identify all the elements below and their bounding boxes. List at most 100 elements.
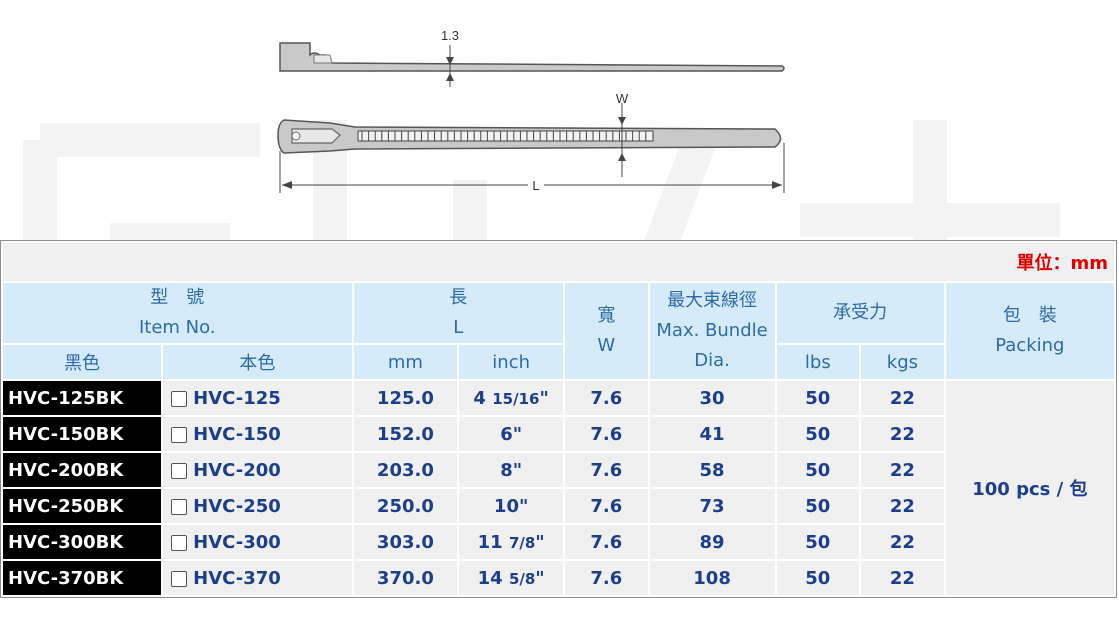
header-model: 型 號 Item No. [3,283,352,343]
select-checkbox[interactable] [171,462,188,479]
select-checkbox[interactable] [171,498,188,515]
bundle-dia: 73 [649,489,775,523]
cable-tie-drawing: 1.3 W L [270,25,800,200]
length-label: L [532,178,539,193]
inch-whole: 10" [493,495,529,517]
inch-whole: 8" [500,459,523,481]
item-natural-label: HVC-150 [193,423,281,445]
spec-table: 單位：mm 型 號 Item No. 長 L 寬 W 最大束線徑 Max. Bu… [0,240,1117,598]
header-mm: mm [353,345,458,379]
item-black: HVC-200BK [3,453,162,487]
select-checkbox[interactable] [171,426,188,443]
inch-whole: 11 [477,531,503,553]
header-bundle: 最大束線徑 Max. Bundle Dia. [649,283,775,379]
tensile-lbs: 50 [776,561,860,595]
tensile-lbs: 50 [776,417,860,451]
item-black: HVC-370BK [3,561,162,595]
bundle-dia: 89 [649,525,775,559]
length-inch: 8" [459,453,564,487]
tensile-lbs: 50 [776,525,860,559]
inch-mark: " [535,567,545,589]
length-inch: 6" [459,417,564,451]
item-natural: HVC-150 [163,417,352,451]
side-view: 1.3 [279,28,785,87]
select-checkbox[interactable] [171,534,188,551]
select-checkbox[interactable] [171,570,188,587]
length-mm: 303.0 [353,525,458,559]
length-mm: 125.0 [353,381,458,415]
header-bundle-en2: Dia. [694,350,730,371]
header-black: 黑色 [3,345,162,379]
item-natural-label: HVC-200 [193,459,281,481]
tensile-lbs: 50 [776,489,860,523]
inch-whole: 4 [473,387,486,409]
inch-fraction: 7/8 [508,533,536,552]
length-mm: 250.0 [353,489,458,523]
length-inch: 10" [459,489,564,523]
header-tensile: 承受力 [776,283,944,343]
header-length-en: L [453,317,464,338]
inch-fraction: 5/8 [508,569,536,588]
item-natural: HVC-200 [163,453,352,487]
inch-whole: 6" [500,423,523,445]
item-natural: HVC-125 [163,381,352,415]
length-mm: 370.0 [353,561,458,595]
packing-value: 100 pcs / 包 [945,381,1114,595]
select-checkbox[interactable] [171,390,188,407]
length-inch: 14 5/8" [459,561,564,595]
item-natural-label: HVC-300 [193,531,281,553]
header-kgs: kgs [861,345,944,379]
tensile-kgs: 22 [861,453,944,487]
length-mm: 152.0 [353,417,458,451]
header-lbs: lbs [776,345,860,379]
tensile-kgs: 22 [861,525,944,559]
item-natural: HVC-370 [163,561,352,595]
bundle-dia: 41 [649,417,775,451]
item-natural: HVC-250 [163,489,352,523]
tensile-kgs: 22 [861,489,944,523]
bundle-dia: 30 [649,381,775,415]
item-black: HVC-250BK [3,489,162,523]
length-inch: 11 7/8" [459,525,564,559]
inch-mark: " [539,387,549,409]
item-natural-label: HVC-125 [193,387,281,409]
item-natural-label: HVC-250 [193,495,281,517]
header-packing-zh: 包 裝 [1002,305,1057,326]
header-model-zh: 型 號 [150,287,205,308]
inch-whole: 14 [477,567,503,589]
tensile-lbs: 50 [776,453,860,487]
tensile-kgs: 22 [861,381,944,415]
width-value: 7.6 [565,417,648,451]
width-value: 7.6 [565,381,648,415]
header-packing-en: Packing [995,335,1065,356]
item-natural: HVC-300 [163,525,352,559]
width-value: 7.6 [565,561,648,595]
thickness-label: 1.3 [441,28,459,43]
width-value: 7.6 [565,489,648,523]
header-bundle-en1: Max. Bundle [656,320,768,341]
header-inch: inch [459,345,564,379]
unit-label: 單位：mm [3,243,1114,281]
top-view: W L [277,91,785,193]
header-width-zh: 寬 [597,305,616,326]
header-bundle-zh: 最大束線徑 [667,290,758,311]
item-black: HVC-125BK [3,381,162,415]
header-packing: 包 裝 Packing [945,283,1114,379]
width-value: 7.6 [565,453,648,487]
header-length-zh: 長 [449,287,468,308]
width-value: 7.6 [565,525,648,559]
tensile-lbs: 50 [776,381,860,415]
header-model-en: Item No. [138,317,216,338]
length-inch: 4 15/16" [459,381,564,415]
length-mm: 203.0 [353,453,458,487]
width-label: W [616,91,629,106]
bundle-dia: 58 [649,453,775,487]
bundle-dia: 108 [649,561,775,595]
header-natural: 本色 [163,345,352,379]
inch-fraction: 15/16 [492,389,540,408]
header-width-en: W [597,335,616,356]
